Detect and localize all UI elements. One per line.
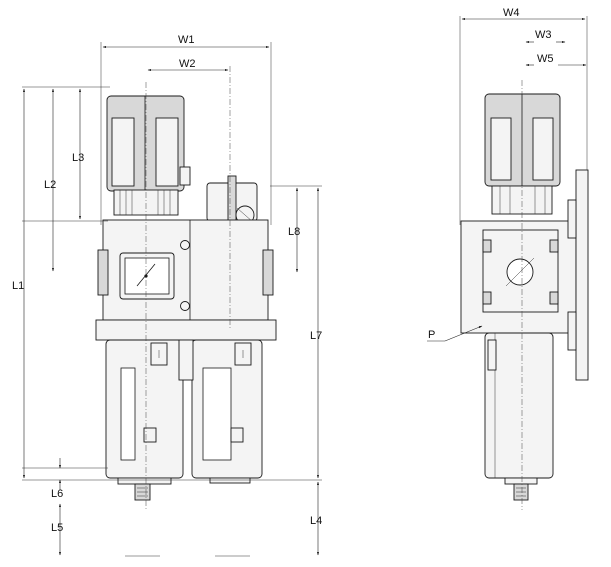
dimension-l2: L2 [44,88,56,272]
label-w2: W2 [179,58,196,70]
dimension-w4: W4 [461,7,586,21]
actuator-head [106,95,191,216]
label-l5: L5 [51,522,63,534]
dimension-l3: L3 [72,88,84,220]
label-l1: L1 [12,280,24,292]
dimension-w5: W5 [525,53,587,67]
regulator-knob [206,175,258,225]
label-l2: L2 [44,179,56,191]
side-bowl [484,332,554,501]
dimension-w1: W1 [102,34,270,49]
label-p: P [428,329,435,341]
label-l6: L6 [51,488,63,500]
dimension-w3: W3 [525,29,566,44]
front-view: W1 W2 L1 L2 L3 L6 L5 [12,34,322,557]
label-w4: W4 [503,7,520,19]
label-w1: W1 [178,34,195,46]
label-w5: W5 [537,53,554,65]
side-view: W4 W3 W5 P [427,7,589,510]
label-l4: L4 [310,515,322,527]
pressure-gauge [119,252,175,300]
side-wall-bracket [567,169,589,381]
label-l7: L7 [310,330,322,342]
dimension-w2: W2 [147,58,229,72]
dimension-l7: L7 [310,187,322,479]
filter-bowl-left [105,339,184,501]
dimension-l6: L6 [51,458,63,500]
dimension-p: P [427,325,483,342]
dimension-l5: L5 [51,503,63,556]
side-body [460,220,577,334]
label-w3: W3 [535,29,552,41]
filter-bowl-right [191,339,263,484]
dimension-l8: L8 [288,187,300,273]
label-l8: L8 [288,226,300,238]
dimension-l1: L1 [12,88,26,479]
side-actuator-head [484,93,561,215]
label-l3: L3 [72,152,84,164]
mounting-bracket [178,339,194,381]
dimension-l4: L4 [310,481,322,556]
